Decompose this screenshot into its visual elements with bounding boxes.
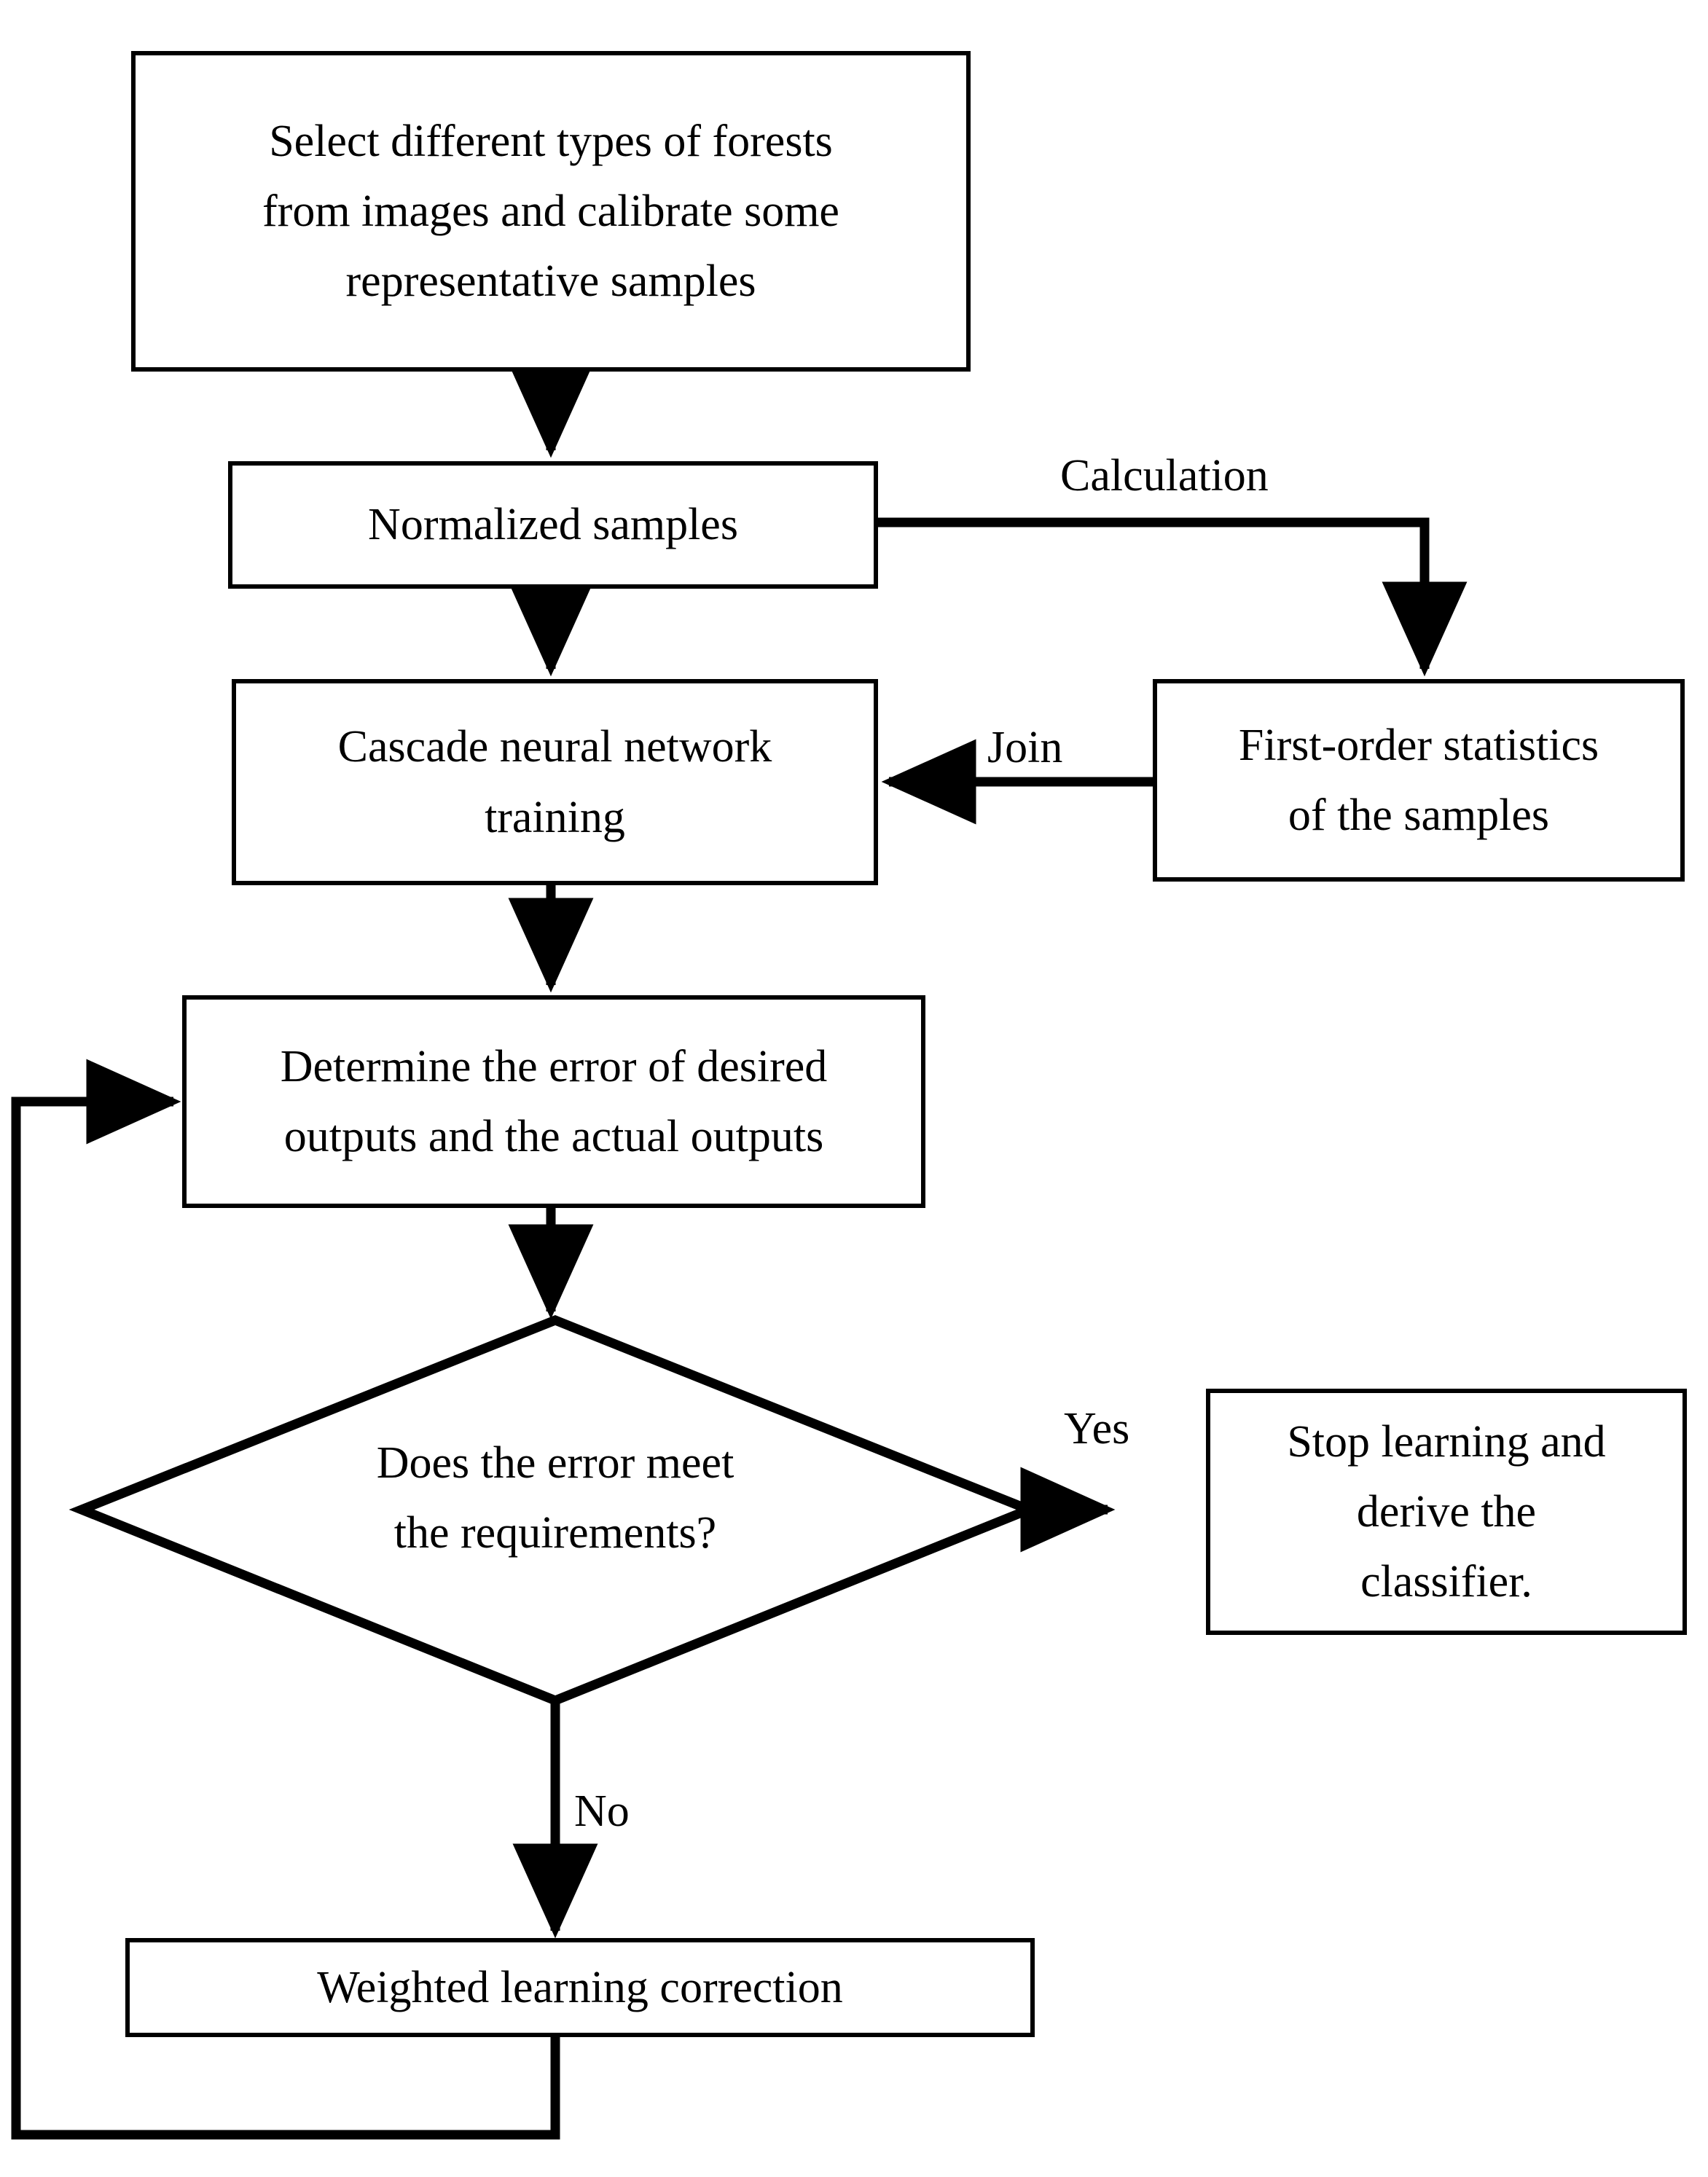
node-determine-error-label: Determine the error of desired outputs a…: [280, 1041, 828, 1161]
connector-weighted-feedback: [11, 1059, 560, 2140]
decision-diamond: [68, 1314, 1042, 1706]
node-first-order-statistics[interactable]: First-order statistics of the samples: [1153, 679, 1685, 882]
edge-label-calculation: Calculation: [1060, 451, 1269, 501]
node-stop-learning-label: Stop learning and derive the classifier.: [1287, 1416, 1606, 1607]
edge-label-join: Join: [987, 723, 1063, 772]
node-cascade-training[interactable]: Cascade neural network training: [232, 679, 878, 885]
node-stop-learning[interactable]: Stop learning and derive the classifier.: [1206, 1389, 1687, 1635]
node-select-samples-label: Select different types of forests from i…: [262, 116, 839, 307]
connector-normalized-to-statistics: [878, 517, 1468, 677]
node-weighted-correction-label: Weighted learning correction: [317, 1962, 843, 2012]
node-determine-error[interactable]: Determine the error of desired outputs a…: [182, 995, 925, 1208]
node-normalized-samples[interactable]: Normalized samples: [228, 461, 878, 589]
node-normalized-samples-label: Normalized samples: [368, 500, 738, 550]
node-first-order-statistics-label: First-order statistics of the samples: [1238, 720, 1599, 840]
node-cascade-training-label: Cascade neural network training: [337, 722, 772, 842]
edge-label-no: No: [574, 1786, 630, 1836]
node-select-samples[interactable]: Select different types of forests from i…: [131, 51, 971, 372]
node-weighted-correction[interactable]: Weighted learning correction: [125, 1938, 1035, 2037]
edge-label-yes: Yes: [1064, 1404, 1130, 1454]
